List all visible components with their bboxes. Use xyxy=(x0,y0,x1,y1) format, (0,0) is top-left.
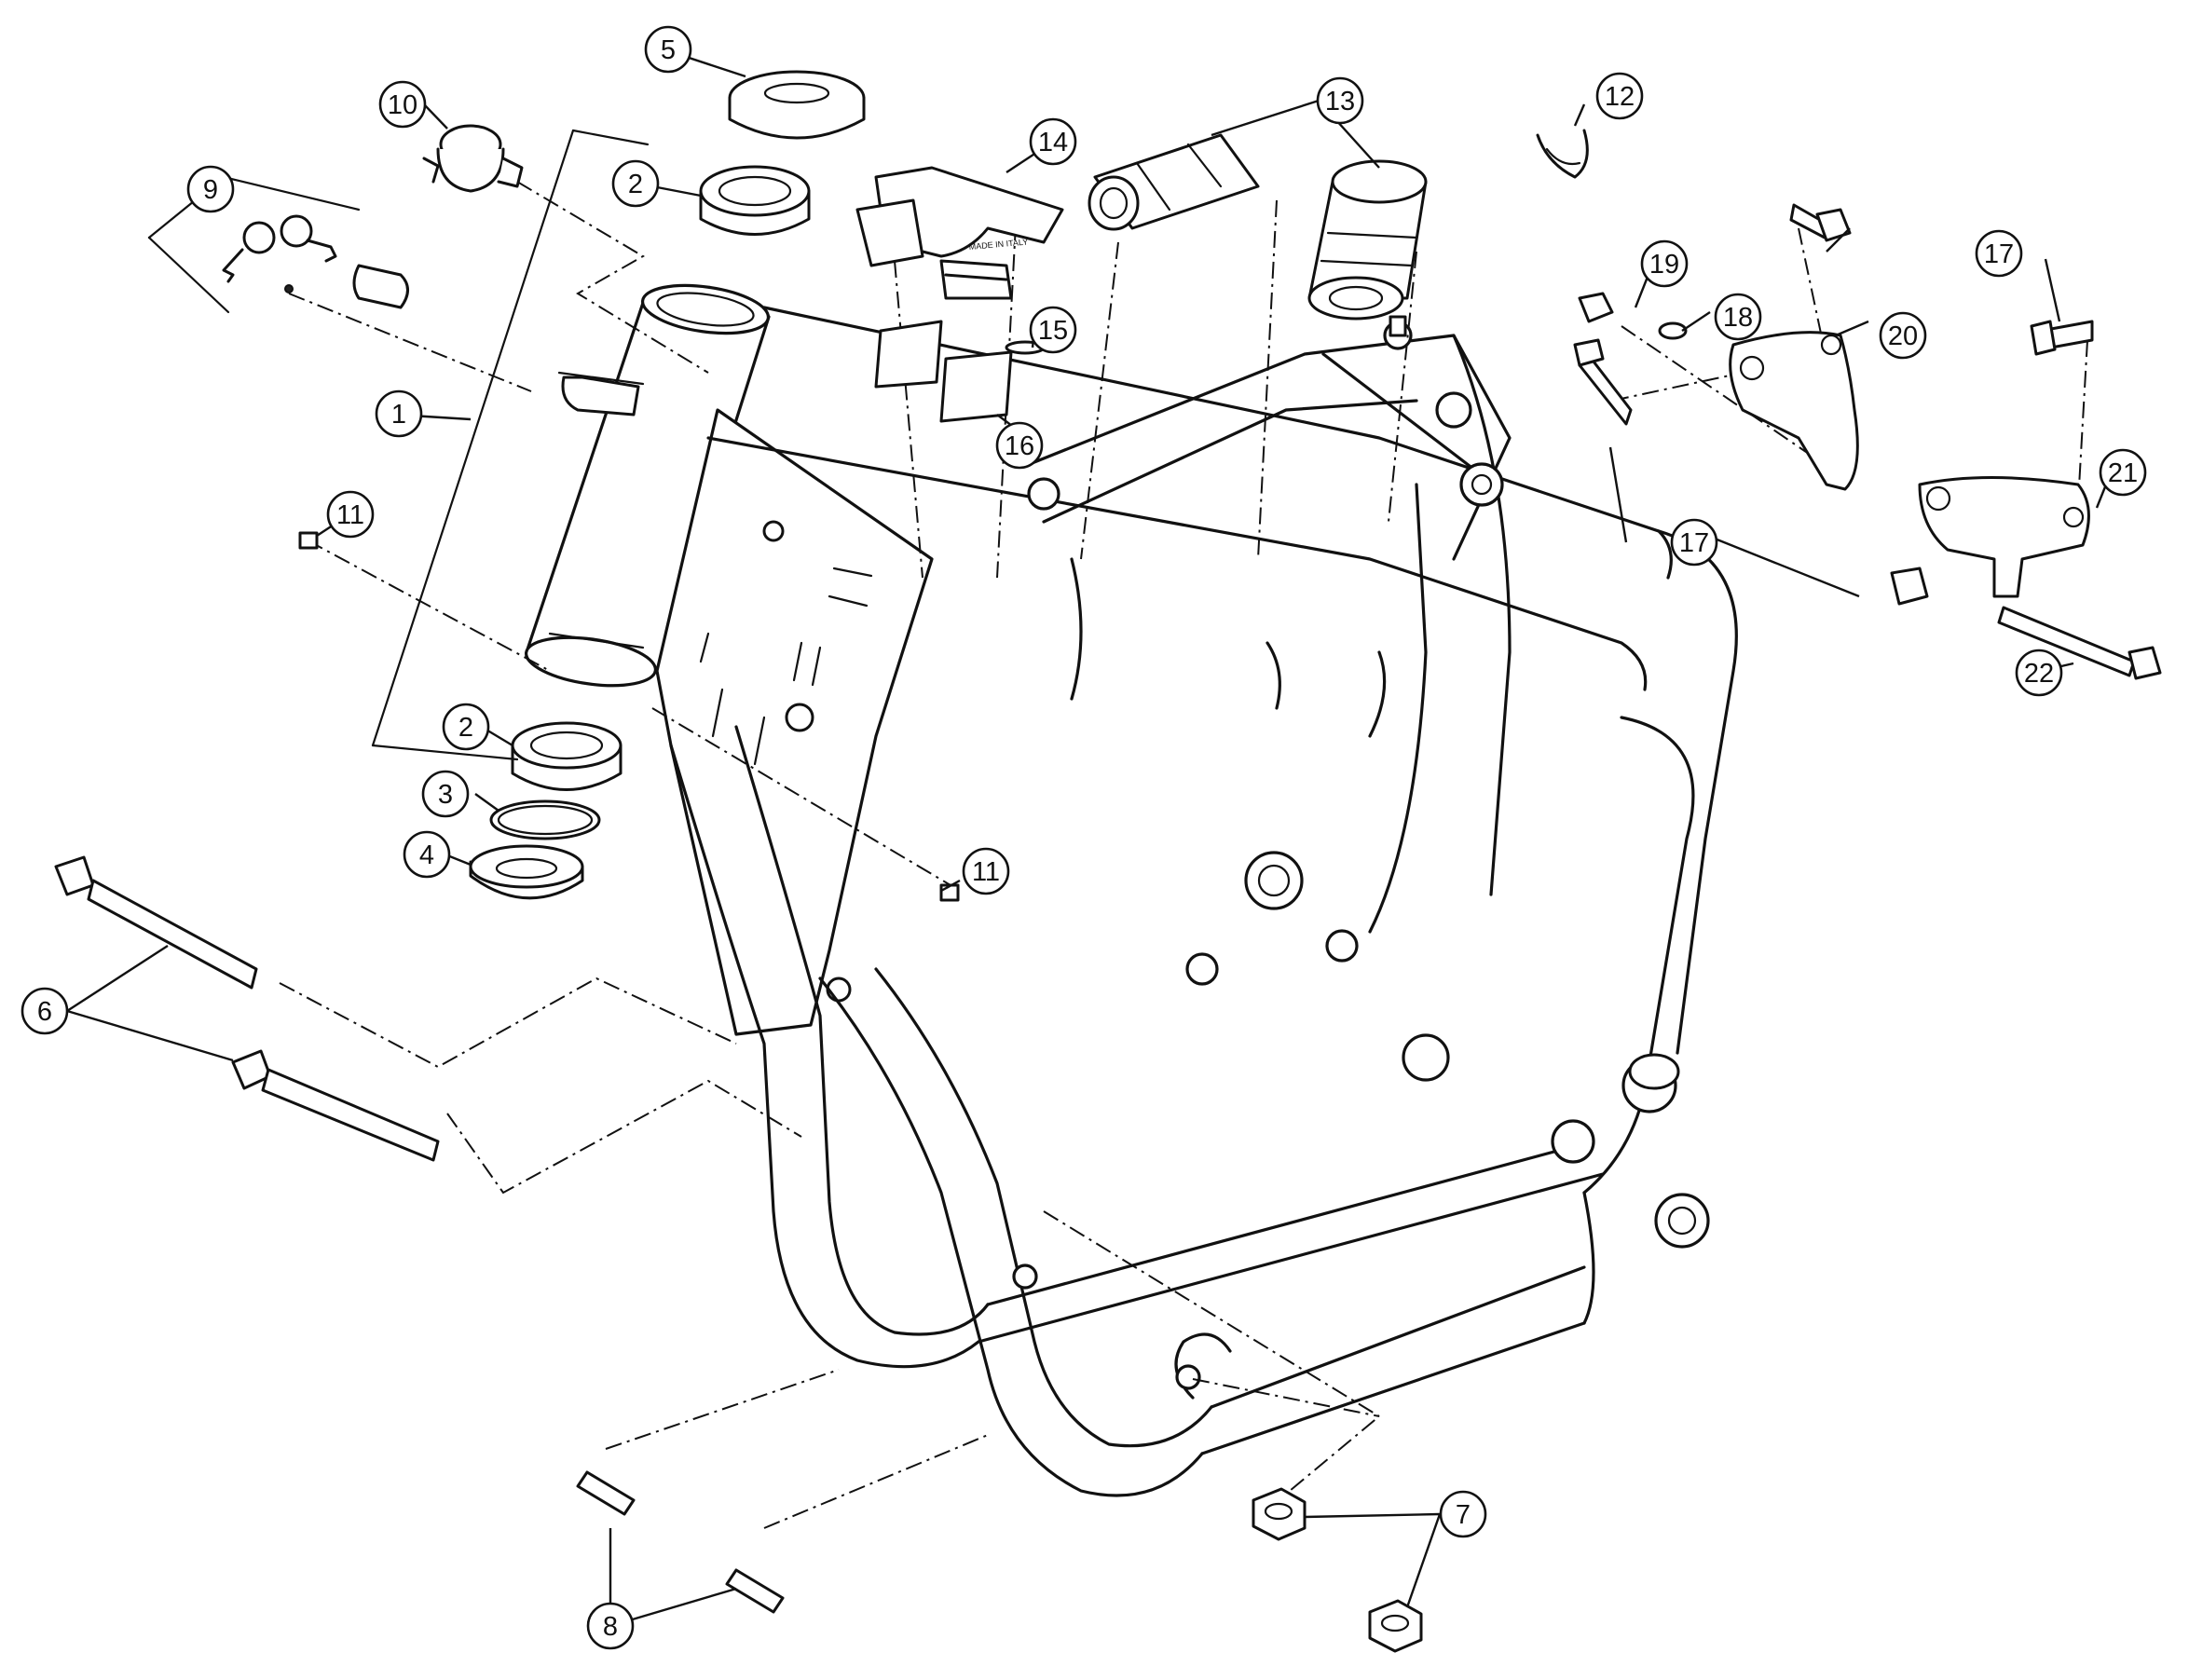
part-nuts xyxy=(1252,1487,1423,1653)
part-upper-bearing xyxy=(699,165,811,236)
svg-text:11: 11 xyxy=(972,857,1000,887)
svg-text:11: 11 xyxy=(336,500,364,530)
svg-text:2: 2 xyxy=(458,713,473,743)
svg-text:8: 8 xyxy=(603,1612,618,1642)
svg-text:16: 16 xyxy=(1005,431,1034,461)
svg-text:17: 17 xyxy=(1679,528,1709,558)
callout-17-upper: 17 xyxy=(1975,229,2023,278)
svg-text:14: 14 xyxy=(1038,128,1068,157)
part-dust-seal xyxy=(728,70,866,140)
callouts: 1 2 2 3 4 5 6 7 8 9 10 11 11 12 13 14 15… xyxy=(21,25,2147,1650)
callout-12: 12 xyxy=(1595,72,1644,120)
callout-2-upper: 2 xyxy=(611,159,660,208)
svg-text:12: 12 xyxy=(1605,82,1635,112)
callout-19: 19 xyxy=(1640,239,1689,288)
callout-17-lower: 17 xyxy=(1670,518,1718,567)
callout-13: 13 xyxy=(1316,76,1364,125)
svg-text:6: 6 xyxy=(37,997,52,1027)
callout-14: 14 xyxy=(1029,117,1077,166)
main-frame xyxy=(525,283,1738,1497)
svg-text:4: 4 xyxy=(419,840,434,870)
svg-text:13: 13 xyxy=(1325,87,1355,116)
svg-text:3: 3 xyxy=(438,780,453,810)
part-cable-tie xyxy=(1536,129,1589,179)
svg-text:9: 9 xyxy=(203,175,218,205)
callout-4: 4 xyxy=(403,830,451,879)
callout-1: 1 xyxy=(375,389,423,438)
svg-text:15: 15 xyxy=(1038,316,1068,346)
svg-text:18: 18 xyxy=(1723,303,1753,333)
svg-text:22: 22 xyxy=(2024,659,2054,689)
part-o-ring xyxy=(489,799,601,840)
callout-10: 10 xyxy=(378,80,427,129)
svg-text:17: 17 xyxy=(1984,239,2014,269)
svg-text:19: 19 xyxy=(1649,250,1679,280)
part-steering-lock xyxy=(422,124,524,193)
callout-8: 8 xyxy=(586,1602,635,1650)
svg-text:7: 7 xyxy=(1456,1500,1471,1530)
callout-20: 20 xyxy=(1879,311,1927,360)
callout-22: 22 xyxy=(2015,649,2063,697)
callout-2-lower: 2 xyxy=(442,703,490,751)
part-long-bolts xyxy=(54,855,440,1162)
part-steering-stem xyxy=(371,129,650,761)
callout-18: 18 xyxy=(1714,293,1762,341)
svg-text:2: 2 xyxy=(628,170,643,199)
part-frame-protectors xyxy=(1088,133,1428,321)
part-rear-brackets xyxy=(1573,203,2162,680)
part-lower-seal xyxy=(469,844,584,900)
callout-11-upper: 11 xyxy=(326,490,375,539)
part-clips xyxy=(576,1470,785,1614)
callout-9: 9 xyxy=(186,165,235,213)
callout-3: 3 xyxy=(421,770,470,818)
callout-11-lower: 11 xyxy=(962,847,1010,895)
svg-text:21: 21 xyxy=(2108,458,2138,488)
part-foam-pads xyxy=(874,320,1013,423)
part-electrical-box xyxy=(855,166,1064,300)
callout-5: 5 xyxy=(644,25,692,74)
svg-text:5: 5 xyxy=(661,35,676,65)
callout-21: 21 xyxy=(2099,448,2147,497)
callout-16: 16 xyxy=(995,421,1044,470)
svg-text:20: 20 xyxy=(1888,321,1918,351)
callout-6: 6 xyxy=(21,987,69,1035)
part-lower-bearing xyxy=(511,721,622,791)
part-keys xyxy=(147,175,409,314)
svg-text:1: 1 xyxy=(391,400,406,430)
callout-15: 15 xyxy=(1029,306,1077,354)
callout-7: 7 xyxy=(1439,1490,1487,1538)
svg-text:10: 10 xyxy=(388,90,417,120)
